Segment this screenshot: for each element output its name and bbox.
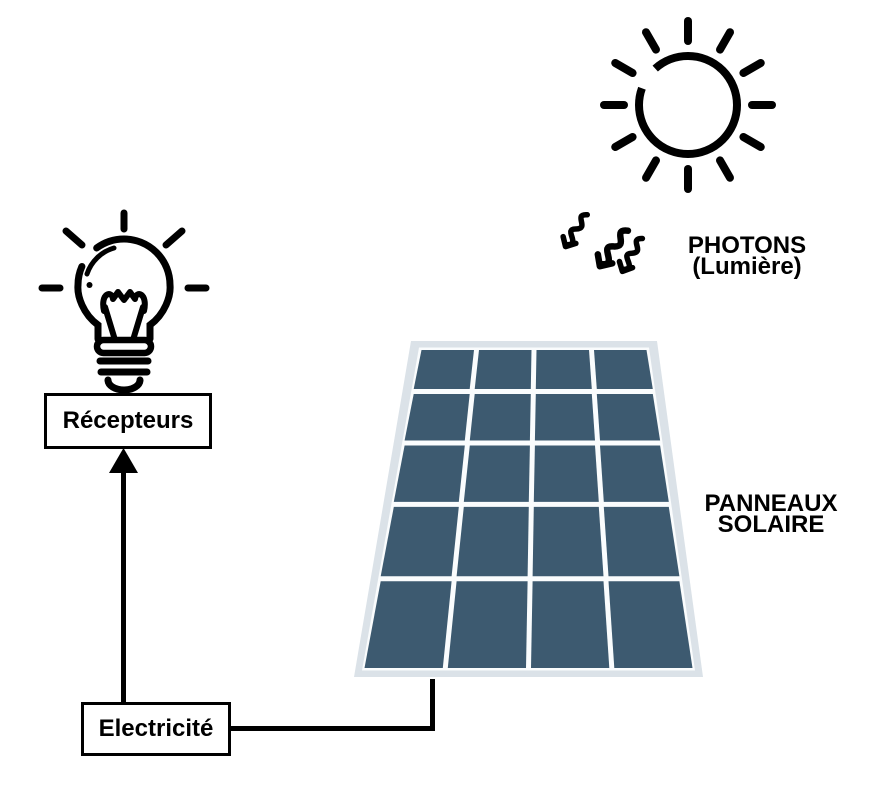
bulb-outline: [74, 235, 174, 343]
solar-panel-label-line2: SOLAIRE: [717, 511, 825, 538]
solar-panel: [354, 341, 703, 677]
electricity-label: Electricité: [98, 715, 214, 742]
solar-cell: [596, 394, 661, 441]
solar-cell: [404, 394, 470, 441]
panel-to-electricity-wire: [231, 679, 435, 731]
solar-cell: [456, 506, 529, 577]
arrowhead: [109, 448, 138, 473]
receptors-box: Récepteurs: [44, 393, 212, 449]
solar-cell: [380, 506, 459, 577]
solar-cell: [469, 394, 531, 441]
solar-cell: [463, 445, 530, 502]
photons-label-line2: (Lumière): [692, 253, 802, 280]
bulb-base: [93, 336, 155, 394]
solar-cell: [474, 350, 532, 389]
solar-cell: [603, 506, 680, 577]
solar-cell: [594, 350, 653, 389]
electricity-box: Electricité: [81, 702, 231, 756]
solar-cell: [534, 394, 595, 441]
solar-cell: [535, 350, 592, 389]
solar-panel-label: PANNEAUX SOLAIRE: [671, 490, 871, 538]
solar-cell: [393, 445, 465, 502]
bulb-rays: [38, 209, 210, 292]
solar-panel-label-line1: PANNEAUX: [704, 490, 838, 517]
solar-cell: [531, 581, 610, 668]
bulb-highlight: [84, 245, 117, 277]
solar-cell: [600, 445, 669, 502]
light-bulb-icon: [38, 209, 210, 394]
solar-cell: [608, 581, 693, 668]
solar-cell: [532, 506, 604, 577]
solar-cell: [533, 445, 599, 502]
bulb-highlight-dot: [86, 282, 93, 288]
bulb-filament: [100, 289, 148, 343]
receptors-label: Récepteurs: [62, 407, 194, 434]
sun-icon: [600, 17, 776, 193]
solar-cell: [364, 581, 452, 668]
solar-cell: [447, 581, 528, 668]
photons-label-line1: PHOTONS: [687, 232, 807, 259]
electricity-to-receptors-arrow: [109, 448, 138, 702]
photons-label: PHOTONS (Lumière): [647, 232, 847, 280]
photon-arrows-icon: [560, 212, 646, 275]
solar-cell: [413, 350, 474, 389]
